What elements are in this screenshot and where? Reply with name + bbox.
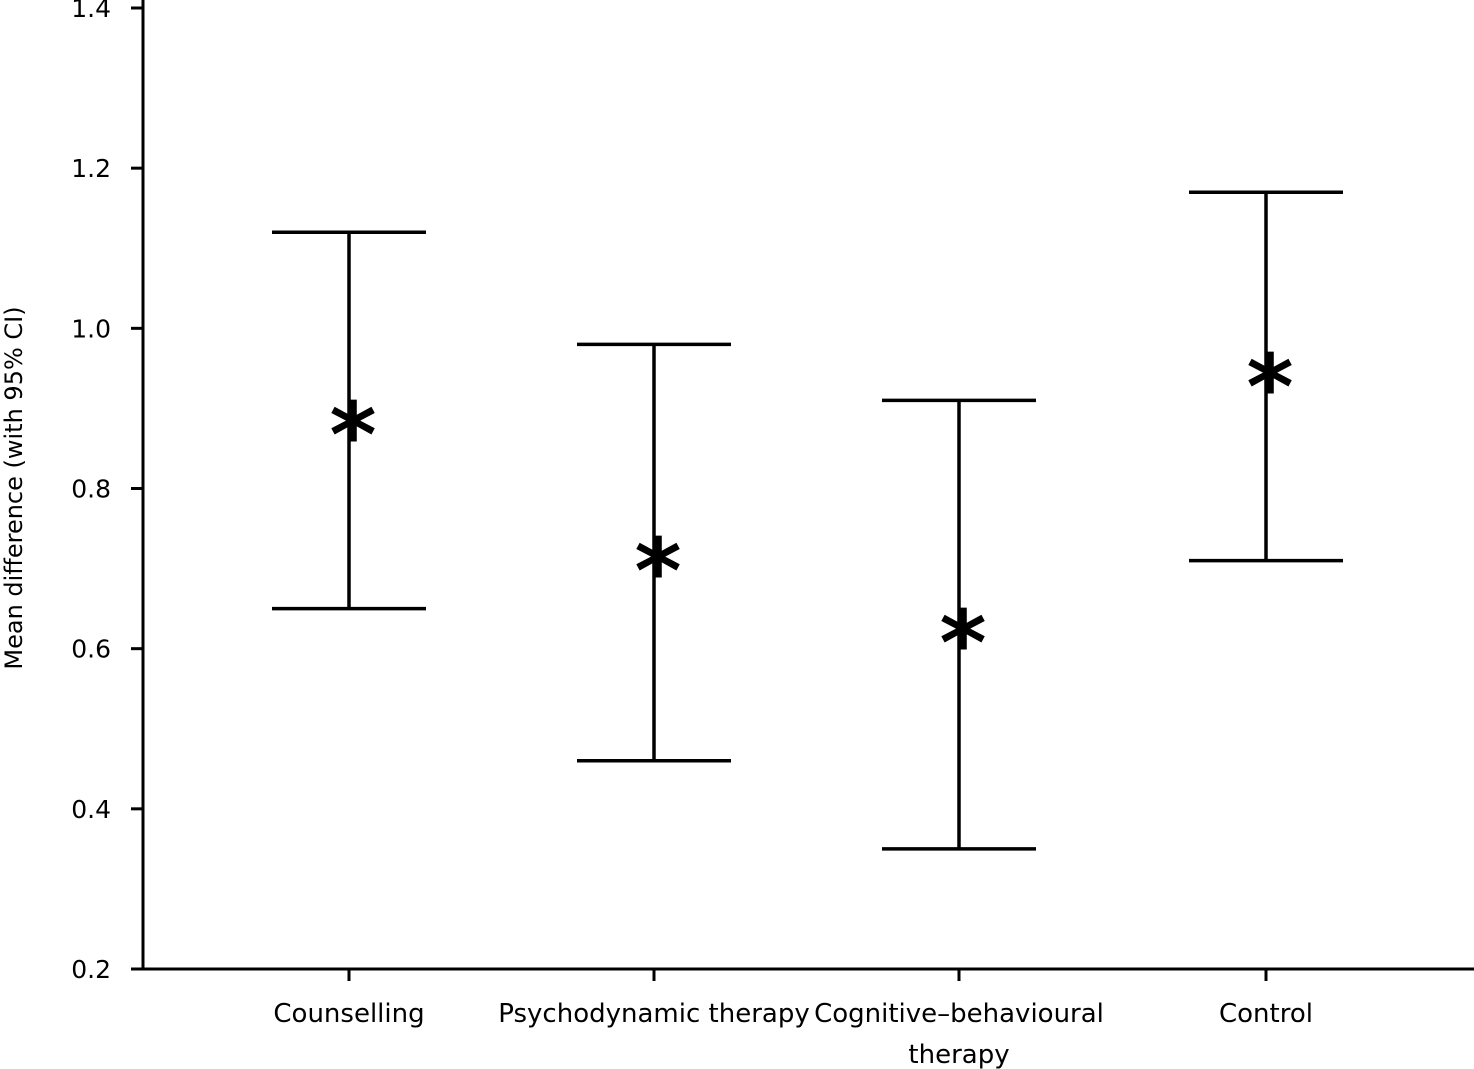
y-tick-label: 1.4 [71,0,111,23]
data-point-marker: * [1246,335,1293,440]
y-tick-label: 0.4 [71,795,111,824]
y-tick-label: 0.6 [71,635,111,664]
y-axis-title: Mean difference (with 95% CI) [0,306,28,669]
x-tick-label: Counselling [273,999,424,1029]
data-point-marker: * [634,520,681,625]
y-axis: 0.2 0.4 0.6 0.8 1.0 1.2 1.4 [71,0,145,984]
x-tick-label: Psychodynamic therapy [498,999,809,1029]
x-tick-label: therapy [908,1040,1009,1069]
y-tick-label: 1.2 [71,154,111,183]
x-tick-label: Control [1219,999,1313,1029]
x-tick-label: Cognitive–behavioural [814,999,1104,1029]
plot-area: * * * * [272,190,1343,851]
y-tick-label: 0.8 [71,475,111,504]
y-tick-label: 1.0 [71,314,111,343]
data-point-marker: * [939,592,986,697]
y-tick-label: 0.2 [71,955,111,984]
data-point-marker: * [329,383,376,488]
